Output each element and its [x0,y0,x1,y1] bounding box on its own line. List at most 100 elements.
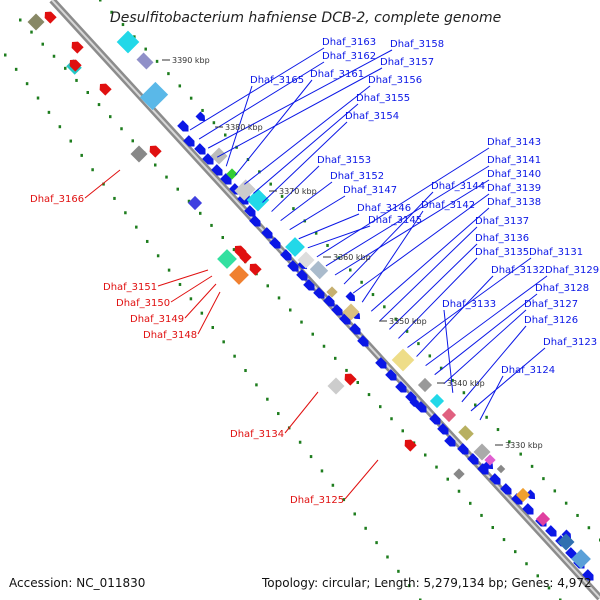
feature-box [27,13,45,31]
reverse-tick-mark [69,139,73,143]
inner-tick-mark [536,574,539,578]
inner-tick-mark [401,429,404,433]
forward-gene-arrow [409,397,420,408]
label-leader [244,85,371,185]
gene-label: Dhaf_3133 [442,299,496,310]
reverse-tick-mark [145,239,149,243]
label-leader [262,121,348,203]
label-leader [289,195,346,231]
gene-label: Dhaf_3150 [116,298,170,309]
genome-title: Desulfitobacterium hafniense DCB-2, comp… [110,10,501,26]
outer-tick-mark [576,513,579,517]
inner-tick-mark [514,550,517,554]
reverse-tick-mark [320,469,324,473]
label-leader [280,181,333,222]
inner-tick-mark [367,393,371,397]
reverse-tick-mark [375,541,378,545]
outer-tick-mark [508,440,511,444]
feature-box [136,52,154,70]
reverse-gene-arrow [71,41,84,54]
gene-label: Dhaf_3124 [501,365,555,376]
label-leader [271,165,320,212]
gene-label: Dhaf_3140 [487,169,541,180]
feature-box [217,249,237,269]
scale-label: 3390 kbp [172,56,210,65]
gene-arrow-shape [234,245,247,258]
gene-label: Dhaf_3149 [130,314,184,325]
gene-arrow-shape [195,111,206,122]
scale-label: 3370 kbp [279,187,317,196]
reverse-tick-mark [309,455,313,459]
inner-tick-mark [289,308,292,312]
reverse-gene-arrow [149,145,162,158]
inner-tick-mark [176,187,179,191]
feature-box [571,549,591,569]
outer-tick-mark [349,268,352,272]
inner-tick-mark [525,562,528,566]
reverse-gene-arrow [344,373,357,386]
label-leader [407,257,532,348]
inner-tick-mark [322,344,326,348]
genome-tracks [4,0,600,600]
gene-label: Dhaf_3153 [317,155,371,166]
feature-box [515,487,531,503]
feature-box [429,393,445,409]
outer-tick-mark [314,231,318,235]
feature-box [130,145,148,163]
label-leader [184,283,217,319]
outer-tick-mark [383,305,386,309]
label-leader [434,293,538,376]
outer-tick-mark [292,207,295,211]
forward-gene-arrow [177,120,189,132]
gene-label: Dhaf_3163 [322,37,376,48]
reverse-tick-mark [233,354,236,358]
gene-features [27,11,594,581]
reverse-tick-mark [58,125,62,129]
label-leader [198,61,325,140]
outer-tick-mark [405,329,409,333]
gene-arrow-shape [44,11,57,24]
outer-tick-mark [371,293,375,297]
inner-tick-mark [86,91,89,94]
reverse-tick-mark [211,326,214,329]
inner-tick-mark [390,417,393,421]
outer-tick-mark [394,317,397,321]
inner-tick-mark [446,477,449,481]
inner-tick-mark [210,223,213,227]
label-leader [425,275,548,367]
label-leader [298,213,360,240]
gene-label: Dhaf_3161 [310,69,364,80]
reverse-tick-mark [47,110,51,114]
inner-tick-mark [165,175,168,179]
gene-arrow-shape [71,41,84,54]
inner-tick-mark [311,332,314,336]
feature-box [139,81,169,111]
outer-tick-mark [439,366,443,370]
scale-label: 3340 kbp [447,379,485,388]
reverse-tick-mark [331,483,335,487]
feature-box [327,377,345,395]
gene-arrow-shape [99,83,112,96]
label-leader [84,169,121,199]
outer-tick-mark [519,452,522,456]
outer-tick-mark [451,378,454,382]
gene-label: Dhaf_3147 [343,185,397,196]
inner-tick-mark [559,598,562,600]
inner-tick-mark [266,284,269,288]
reverse-tick-mark [364,526,367,530]
inner-tick-mark [457,489,461,493]
gene-label: Dhaf_3141 [487,155,541,166]
reverse-tick-mark [397,569,400,573]
inner-tick-mark [277,296,281,300]
feature-box [309,260,329,280]
feature-box [557,533,575,551]
inner-tick-mark [30,30,33,34]
outer-tick-mark [258,170,261,174]
gene-label: Dhaf_3156 [368,75,422,86]
outer-tick-mark [417,342,420,346]
feature-box [391,348,415,372]
reverse-tick-mark [353,512,356,516]
inner-tick-mark [199,211,202,215]
label-leader [234,79,313,176]
